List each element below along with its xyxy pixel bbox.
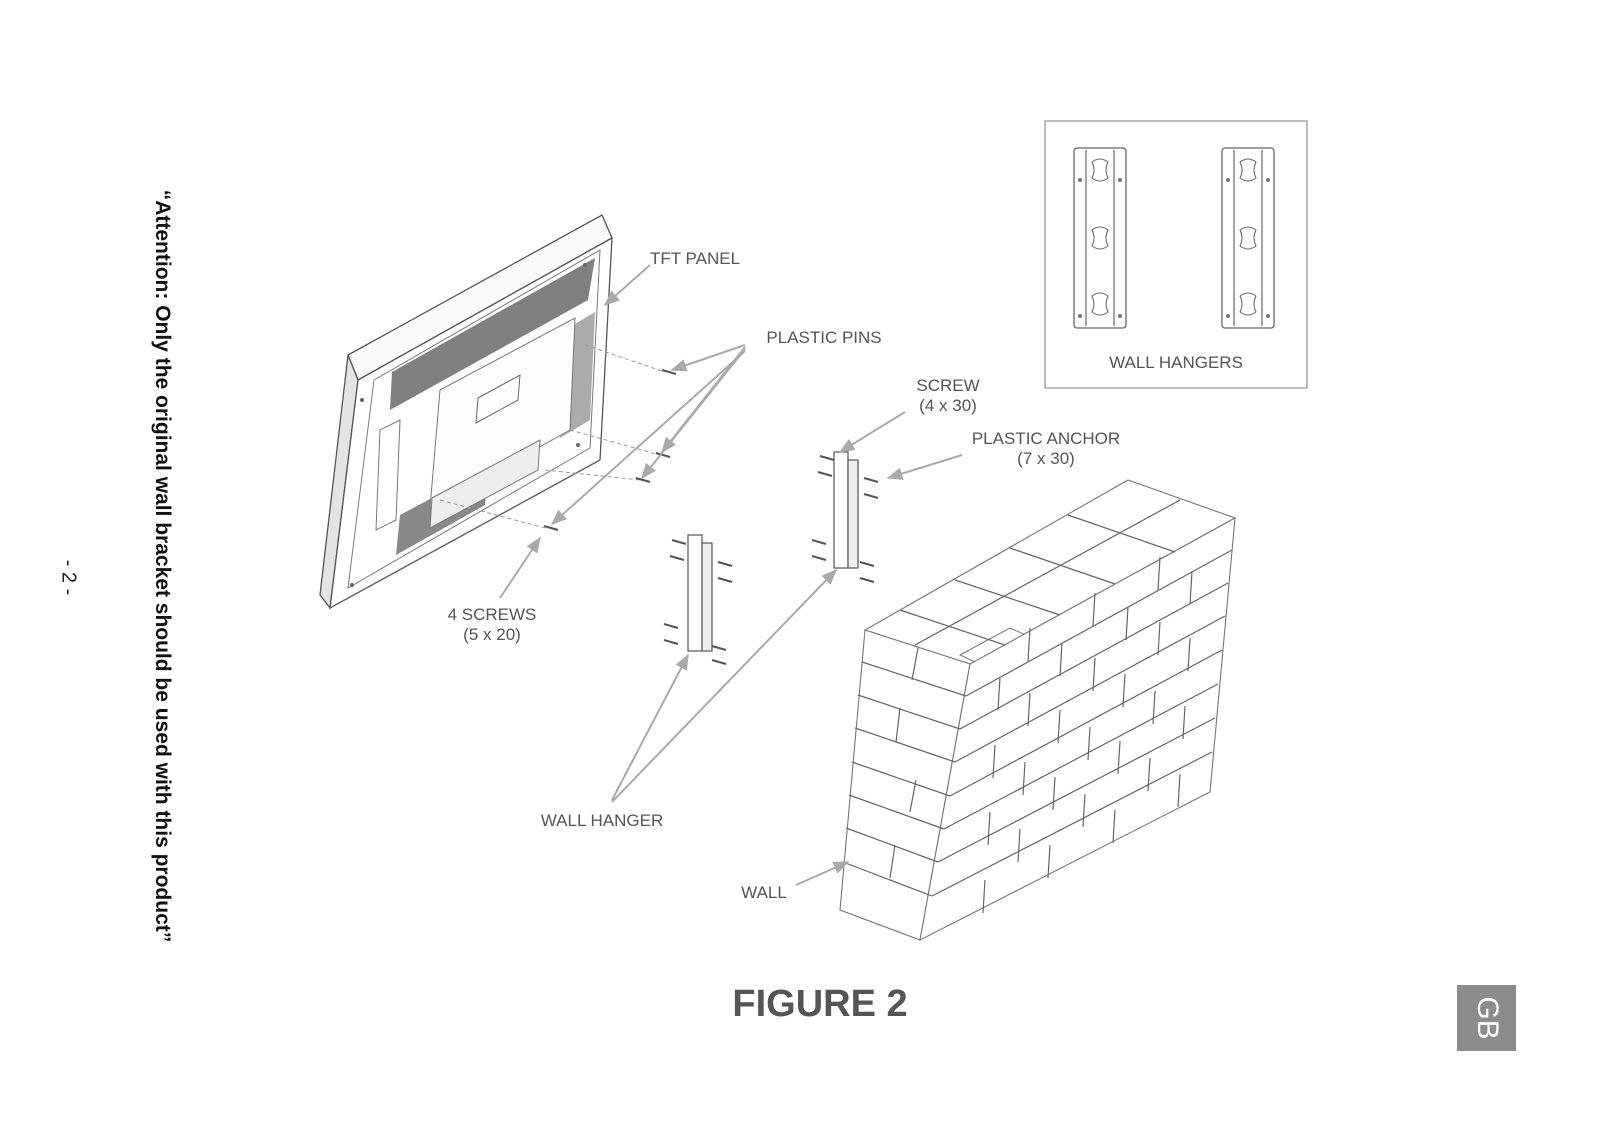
brick-wall: [839, 479, 1237, 941]
figure-title: FIGURE 2: [732, 983, 907, 1025]
label-screw-size: (4 x 30): [919, 396, 977, 415]
inset-hanger-left: [1073, 147, 1127, 329]
label-plastic-anchor: PLASTIC ANCHOR: [972, 429, 1120, 448]
label-four-screws-size: (5 x 20): [463, 625, 521, 644]
plastic-pins: [439, 344, 677, 532]
label-wall-hangers: WALL HANGERS: [1109, 353, 1243, 372]
label-plastic-pins: PLASTIC PINS: [766, 328, 881, 347]
label-wall-hanger: WALL HANGER: [541, 811, 664, 830]
label-four-screws: 4 SCREWS: [448, 605, 537, 624]
wall-hangers-inset: WALL HANGERS: [1044, 120, 1308, 389]
label-tft-panel: TFT PANEL: [650, 249, 740, 268]
inset-hanger-right: [1221, 147, 1275, 329]
label-screw: SCREW: [916, 376, 979, 395]
callout-labels: TFT PANEL PLASTIC PINS SCREW (4 x 30) PL…: [448, 249, 1121, 1025]
leader-arrows: [499, 264, 963, 886]
label-wall: WALL: [741, 883, 787, 902]
language-tab: GB: [1457, 985, 1516, 1051]
right-wall-hanger: [811, 451, 879, 583]
tft-panel-illustration: [319, 214, 613, 610]
left-wall-hanger: [663, 534, 733, 665]
label-plastic-anchor-size: (7 x 30): [1017, 449, 1075, 468]
